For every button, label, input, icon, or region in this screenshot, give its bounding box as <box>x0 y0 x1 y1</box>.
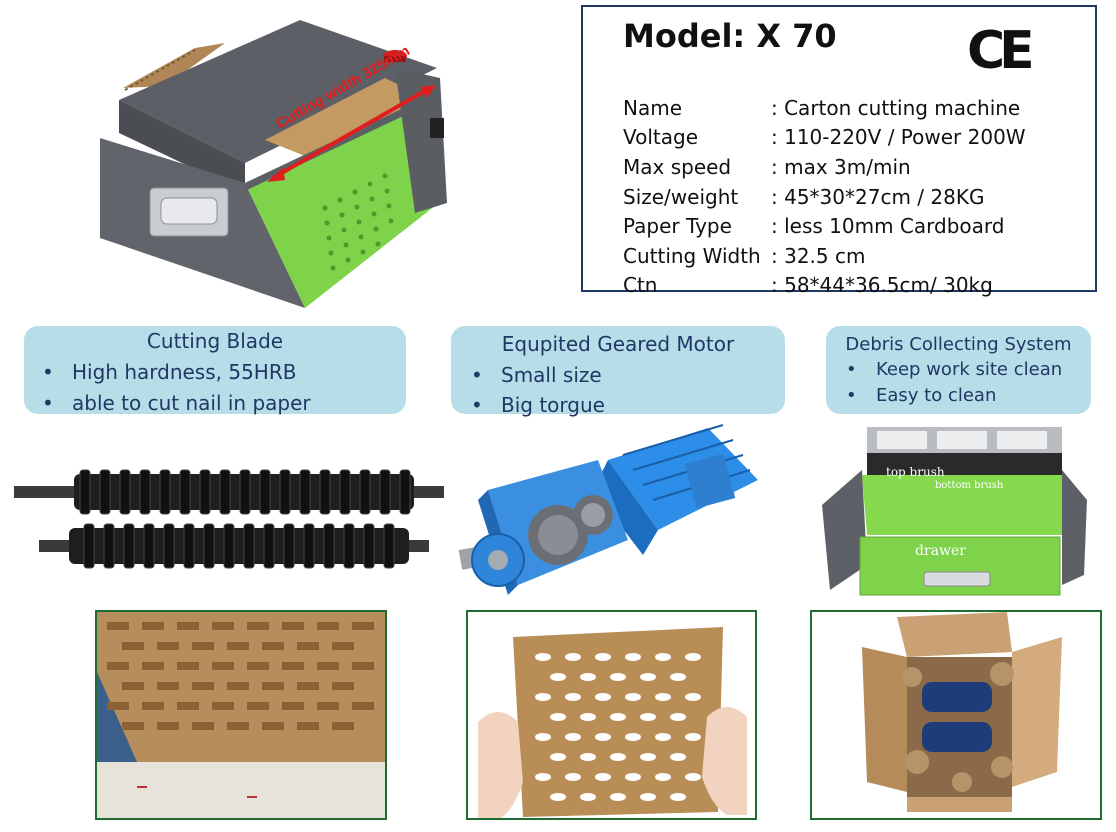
spec-value: : 58*44*36.5cm/ 30kg <box>771 273 993 298</box>
spec-label: Cutting Width <box>623 243 761 268</box>
spec-row: Paper Type : less 10mm Cardboard <box>623 211 1083 241</box>
spec-value: : 45*30*27cm / 28KG <box>771 184 985 209</box>
bullet-icon: • <box>846 385 857 406</box>
top-brush-label: top brush <box>886 465 945 479</box>
feature-cutting-blade: Cutting Blade • High hardness, 55HRB • abl… <box>24 326 406 415</box>
bullet-icon: • <box>42 391 54 415</box>
ce-mark-icon: CE <box>967 21 1035 81</box>
feature-bullet-text: Keep work site clean <box>876 359 1063 380</box>
feature-bullet: • Small size <box>471 360 785 390</box>
feature-bullets: • Small size • Big torgue <box>471 360 785 420</box>
feature-title: Cutting Blade <box>146 329 284 353</box>
feature-bullet-text: Small size <box>501 363 602 387</box>
spec-row: Size/weight : 45*30*27cm / 28KG <box>623 182 1083 212</box>
feature-bullet: • Easy to clean <box>846 383 1091 409</box>
feature-bullet: • able to cut nail in paper <box>42 388 406 419</box>
spec-panel: Model: X 70 CE Name : Carton cutting mach… <box>581 5 1097 297</box>
cut-cardboard-photo <box>95 610 387 820</box>
packed-box-photo <box>810 610 1102 820</box>
spec-row: Voltage : 110-220V / Power 200W <box>623 123 1083 153</box>
spec-label: Ctn <box>623 273 658 298</box>
spec-row: Cutting Width : 32.5 cm <box>623 241 1083 271</box>
debris-system-photo: top brush bottom brush drawer <box>822 425 1092 600</box>
feature-bullet-text: Big torgue <box>501 393 605 417</box>
spec-value: : Carton cutting machine <box>771 95 1021 120</box>
model-title: Model: X 70 <box>623 17 837 55</box>
bullet-icon: • <box>42 360 54 384</box>
bottom-brush-label: bottom brush <box>935 480 1004 491</box>
spec-row: Ctn : 58*44*36.5cm/ 30kg <box>623 271 1083 301</box>
bullet-icon: • <box>471 393 483 417</box>
feature-bullet: • Keep work site clean <box>846 357 1091 383</box>
spec-label: Size/weight <box>623 184 739 209</box>
spec-table: Name : Carton cutting machine Voltage : 11… <box>623 93 1083 300</box>
feature-bullet-text: Easy to clean <box>876 385 997 406</box>
spec-label: Voltage <box>623 125 699 150</box>
bullet-icon: • <box>846 359 857 380</box>
honeycomb-sheet-photo <box>466 610 757 820</box>
bullet-icon: • <box>471 363 483 387</box>
machine-photo: Cutting width 325mm <box>95 8 455 308</box>
drawer-label: drawer <box>915 543 966 559</box>
feature-title: Debris Collecting System <box>845 334 1072 355</box>
feature-bullet: • Big torgue <box>471 390 785 420</box>
feature-bullets: • Keep work site clean • Easy to clean <box>846 357 1091 409</box>
spec-label: Name <box>623 95 683 120</box>
geared-motor-photo <box>458 420 758 605</box>
spec-value: : 110-220V / Power 200W <box>771 125 1026 150</box>
feature-bullet-text: High hardness, 55HRB <box>72 360 297 384</box>
spec-label: Paper Type <box>623 214 732 239</box>
feature-bullet: • High hardness, 55HRB <box>42 357 406 388</box>
blade-rollers-photo <box>14 460 444 580</box>
spec-value: : 32.5 cm <box>771 243 866 268</box>
feature-debris-system: Debris Collecting System • Keep work site… <box>826 326 1091 414</box>
feature-title: Equpited Geared Motor <box>501 332 735 356</box>
spec-row: Name : Carton cutting machine <box>623 93 1083 123</box>
feature-geared-motor: Equpited Geared Motor • Small size • Big t… <box>451 326 785 417</box>
feature-bullet-text: able to cut nail in paper <box>72 391 311 415</box>
spec-value: : less 10mm Cardboard <box>771 214 1005 239</box>
spec-label: Max speed <box>623 154 732 179</box>
spec-value: : max 3m/min <box>771 154 911 179</box>
spec-row: Max speed : max 3m/min <box>623 152 1083 182</box>
feature-bullets: • High hardness, 55HRB • able to cut nail … <box>42 357 406 419</box>
